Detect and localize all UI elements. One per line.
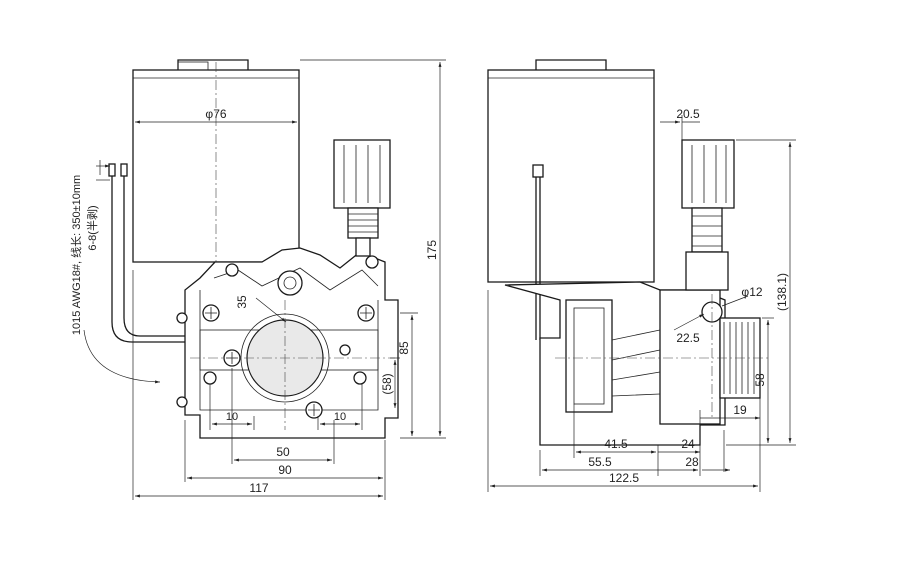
dim-radius-35: 35 — [235, 295, 249, 309]
motor-front — [132, 59, 300, 270]
dim-motor-diameter: φ76 — [205, 107, 226, 121]
front-dimensions — [83, 59, 446, 500]
dim-height-58: 58 — [753, 373, 767, 387]
dim-depth-28: 28 — [685, 455, 699, 469]
dim-width-50: 50 — [276, 445, 290, 459]
dim-depth-55-5: 55.5 — [588, 455, 612, 469]
feeder-housing-side — [504, 240, 768, 446]
dim-depth-24: 24 — [681, 437, 695, 451]
dim-height-85: 85 — [397, 341, 411, 355]
dim-width-117: 117 — [249, 481, 268, 495]
motor-side — [487, 59, 655, 340]
screw-icon — [305, 401, 323, 419]
side-dimensions — [487, 115, 796, 492]
dim-height-58-ref: (58) — [380, 373, 394, 394]
tension-knob-side — [681, 139, 735, 291]
screw-icon — [357, 304, 375, 322]
dim-gap-10-left: 10 — [226, 411, 238, 423]
dim-depth-19: 19 — [733, 403, 747, 417]
screw-icon — [202, 304, 220, 322]
dim-height-138-1: (138.1) — [775, 273, 789, 311]
note-wire-spec: 1015 AWG18#, 线长: 350±10mm — [69, 175, 83, 335]
dim-gap-10-right: 10 — [334, 411, 346, 423]
dim-hole-diameter-12: φ12 — [741, 285, 762, 299]
dim-depth-41-5: 41.5 — [604, 437, 628, 451]
feeder-housing-front — [176, 247, 399, 439]
motor-wires — [108, 163, 185, 343]
dim-width-90: 90 — [278, 463, 292, 477]
note-terminal: 6-8(半剥) — [85, 205, 99, 250]
dim-offset-22-5: 22.5 — [676, 331, 700, 345]
dim-knob-20-5: 20.5 — [676, 107, 700, 121]
side-view: 20.5 (138.1) φ12 22.5 58 19 24 28 41.5 5… — [487, 59, 796, 492]
tension-knob-front — [333, 139, 391, 257]
dim-height-total: 175 — [425, 240, 439, 260]
front-view: φ76 175 85 (58) 117 90 50 10 10 35 1015 … — [69, 59, 446, 500]
dim-width-122-5: 122.5 — [609, 471, 639, 485]
